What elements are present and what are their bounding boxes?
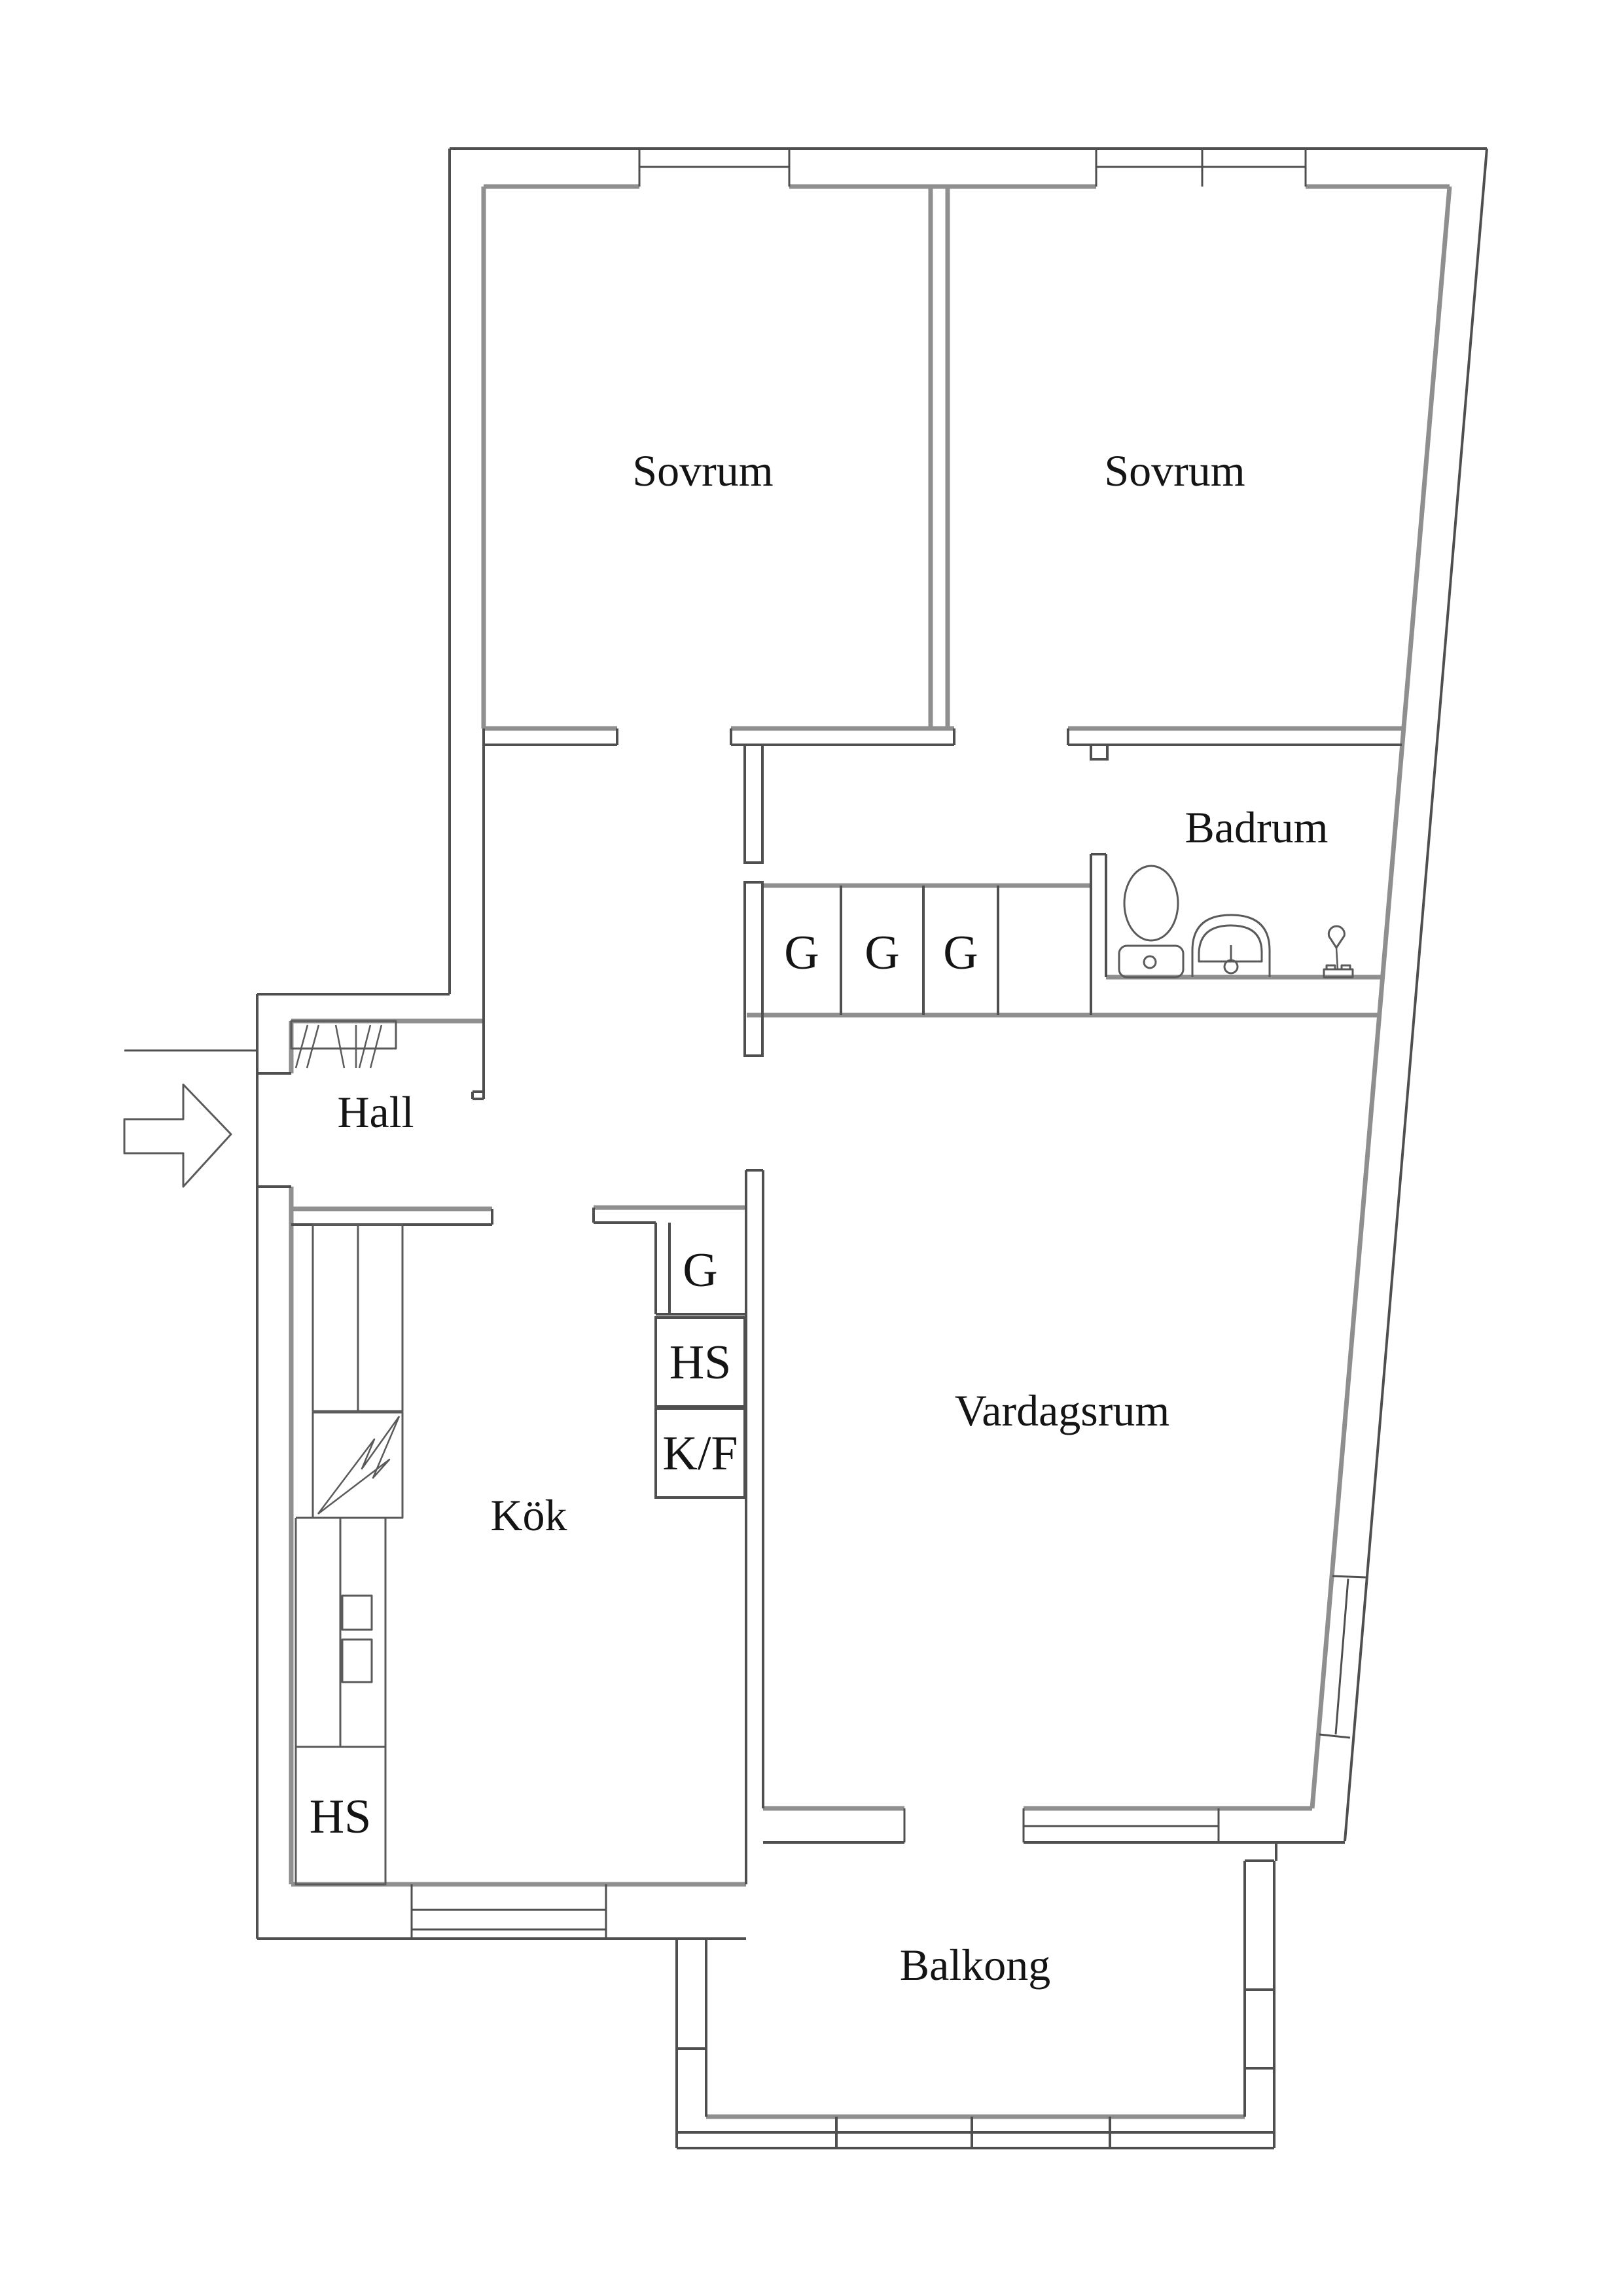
room-label-balcony: Balkong	[900, 1940, 1050, 1990]
room-labels: Sovrum Sovrum Badrum Hall Kök Vardagsrum…	[337, 446, 1328, 1990]
room-label-kitchen: Kök	[490, 1490, 567, 1540]
coat-rack-icon	[290, 1020, 397, 1069]
closet-label-kitchen-hs: HS	[669, 1336, 732, 1390]
bedroom2-window	[1095, 149, 1307, 187]
kitchen-hs-cabinet	[294, 1746, 387, 1886]
closet-label-kitchen-kf: K/F	[662, 1427, 738, 1480]
room-label-hall: Hall	[337, 1087, 414, 1137]
stove-icon	[312, 1411, 404, 1519]
windows	[410, 149, 1366, 1939]
exterior-walls	[256, 147, 1488, 1940]
room-label-living-room: Vardagsrum	[955, 1386, 1170, 1435]
closet-label-g-3: G	[943, 926, 978, 980]
floor-drain-icon	[1323, 925, 1354, 978]
entrance-arrow-icon	[123, 1083, 232, 1188]
kitchen-window	[410, 1884, 607, 1939]
toilet-icon	[1118, 865, 1185, 978]
living-room-window	[903, 1808, 1220, 1842]
kitchen-counter	[294, 1223, 404, 1748]
closet-label-g-1: G	[784, 926, 819, 980]
room-label-bedroom-1: Sovrum	[632, 446, 773, 495]
closet-labels: G G G G HS K/F HS	[310, 926, 978, 1844]
closet-label-g-2: G	[865, 926, 899, 980]
balcony-railing	[675, 1842, 1277, 2149]
room-face-lines	[289, 184, 1452, 2119]
room-label-bathroom: Badrum	[1185, 802, 1328, 852]
kitchen-sink-icon	[341, 1594, 373, 1683]
bedroom1-window	[638, 149, 791, 187]
closet-label-kitchen-g: G	[683, 1244, 717, 1297]
interior-walls	[124, 728, 1402, 1884]
slanted-wall-window	[1319, 1575, 1366, 1739]
room-label-bedroom-2: Sovrum	[1104, 446, 1245, 495]
sink-icon	[1191, 914, 1271, 977]
closet-label-kitchen-hs-lower: HS	[310, 1790, 372, 1844]
